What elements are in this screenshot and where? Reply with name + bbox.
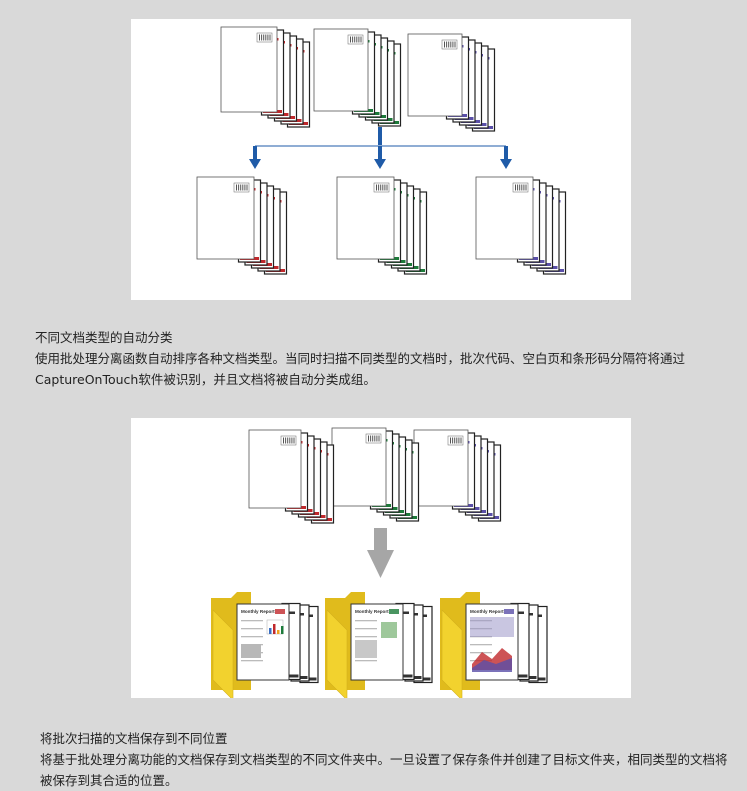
report-header-text: Monthly Report <box>355 609 389 614</box>
batch-sort-diagram <box>196 26 567 275</box>
sorted-document-stacks <box>196 176 567 275</box>
separator-sheet <box>407 33 463 117</box>
separator-sheet <box>475 176 534 260</box>
caption-title: 不同文档类型的自动分类 <box>35 330 173 345</box>
mixed-document-batch <box>220 26 496 132</box>
destination-folders: Monthly Report Monthly Report Monthly Repo… <box>211 592 548 698</box>
arrow-down-icon <box>374 146 386 169</box>
report-header-text: Monthly Report <box>470 609 504 614</box>
save-to-folders-diagram: Monthly Report Monthly Report Monthly Repo… <box>211 427 548 698</box>
caption-title: 将批次扫描的文档保存到不同位置 <box>40 731 228 746</box>
folder-icon: Monthly Report <box>211 592 319 698</box>
arrow-down-icon <box>500 146 512 169</box>
caption-save-locations: 将批次扫描的文档保存到不同位置 将基于批处理分离功能的文档保存到文档类型的不同文… <box>40 728 730 791</box>
separator-sheet <box>196 176 255 260</box>
separator-sheet <box>313 28 369 112</box>
arrow-down-icon <box>367 528 394 578</box>
report-header-text: Monthly Report <box>241 609 275 614</box>
separator-sheet <box>248 429 302 509</box>
mixed-document-batch <box>248 427 502 524</box>
separator-sheet <box>413 429 469 507</box>
separator-sheet <box>336 176 395 260</box>
folder-icon: Monthly Report <box>325 592 433 698</box>
separator-sheet <box>220 26 278 113</box>
batch-sort-illustration <box>131 19 631 300</box>
sort-arrows <box>249 127 512 169</box>
arrow-down-icon <box>249 146 261 169</box>
caption-body: 将基于批处理分离功能的文档保存到文档类型的不同文件夹中。一旦设置了保存条件并创建… <box>40 752 728 788</box>
caption-auto-sort: 不同文档类型的自动分类 使用批处理分离函数自动排序各种文档类型。当同时扫描不同类… <box>35 327 725 390</box>
folder-icon: Monthly Report <box>440 592 548 698</box>
save-to-folders-illustration: Monthly Report Monthly Report Monthly Repo… <box>131 418 631 698</box>
caption-body: 使用批处理分离函数自动排序各种文档类型。当同时扫描不同类型的文档时，批次代码、空… <box>35 351 686 387</box>
separator-sheet <box>331 427 387 507</box>
